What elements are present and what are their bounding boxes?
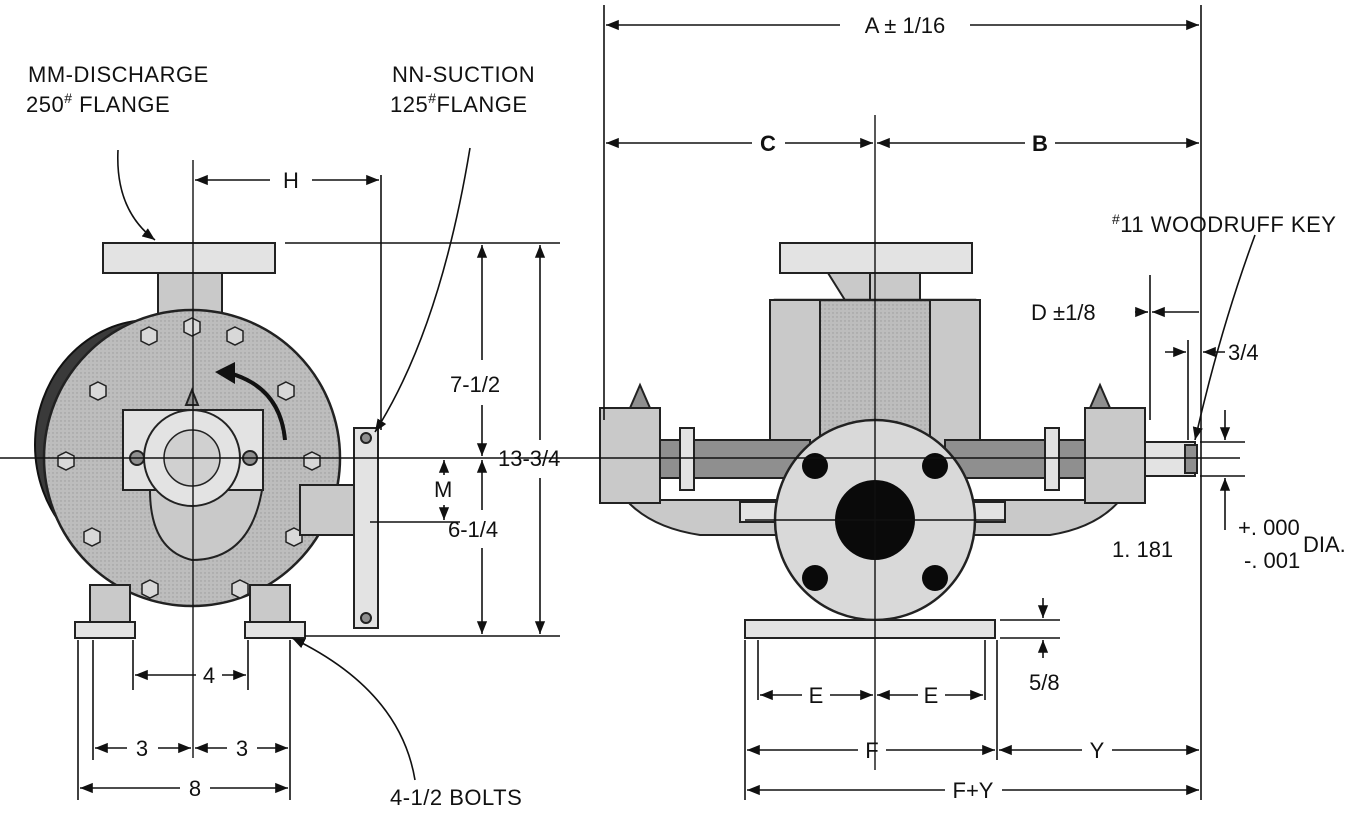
dim-six-quarter: 6-1/4 [448, 517, 498, 542]
dim-shaft-diameter: 1. 181 [1112, 537, 1173, 562]
bolts-label: 4-1/2 BOLTS [390, 785, 522, 810]
dim-h: H [283, 168, 299, 193]
dim-y: Y [1090, 738, 1105, 763]
dim-three-right: 3 [236, 736, 248, 761]
dim-b: B [1032, 131, 1048, 156]
suction-label-line2: 125#FLANGE [390, 90, 528, 117]
dim-d: D ±1/8 [1031, 300, 1096, 325]
dim-dia-label: DIA. [1303, 532, 1346, 557]
side-view-pump [599, 242, 1198, 639]
dim-m: M [434, 477, 452, 502]
dim-five-eighth: 5/8 [1029, 670, 1060, 695]
dim-tolerance-minus: -. 001 [1244, 548, 1300, 573]
dim-eight: 8 [189, 776, 201, 801]
dim-four: 4 [203, 663, 215, 688]
dim-e-right: E [924, 683, 939, 708]
discharge-label-line1: MM-DISCHARGE [28, 62, 209, 87]
dim-three-quarter: 3/4 [1228, 340, 1259, 365]
dim-e-left: E [809, 683, 824, 708]
dim-thirteen-three-quarter: 13-3/4 [498, 446, 560, 471]
dim-three-left: 3 [136, 736, 148, 761]
dim-tolerance-plus: +. 000 [1238, 515, 1300, 540]
dim-seven-half: 7-1/2 [450, 372, 500, 397]
suction-label-line1: NN-SUCTION [392, 62, 535, 87]
dim-a: A ± 1/16 [865, 13, 946, 38]
dim-c: C [760, 131, 776, 156]
dim-f-plus-y: F+Y [953, 778, 994, 803]
end-view-pump [34, 242, 379, 639]
discharge-label-line2: 250# FLANGE [26, 90, 170, 117]
woodruff-key-label: #11 WOODRUFF KEY [1112, 211, 1336, 237]
dim-f: F [865, 738, 878, 763]
